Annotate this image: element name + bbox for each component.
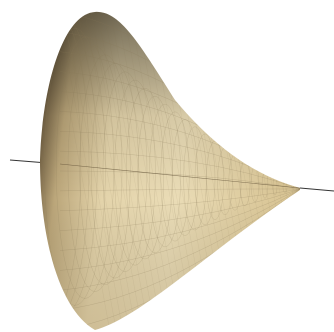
mesh-meridian: [59, 188, 300, 271]
mesh-meridian: [59, 188, 300, 192]
mesh-diagonal: [95, 11, 156, 330]
mesh-ring: [160, 111, 190, 242]
mesh-diagonal: [75, 11, 137, 330]
mesh-diagonal: [304, 0, 334, 332]
mesh-ring: [56, 37, 114, 299]
mesh-diagonal: [264, 11, 300, 330]
mesh-ring: [102, 71, 148, 272]
mesh-ring: [79, 54, 131, 285]
mesh-meridian: [59, 188, 300, 231]
mesh-diagonal: [290, 11, 300, 330]
mesh-diagonal: [127, 11, 189, 330]
mesh-meridian: [59, 188, 300, 251]
mesh-ring: [126, 88, 164, 260]
mesh-diagonal: [114, 11, 176, 330]
axis-line-inner: [59, 163, 301, 189]
mesh-ring: [114, 79, 156, 266]
mesh-diagonal: [283, 11, 300, 330]
mesh-meridian: [59, 150, 300, 190]
mesh-diagonal: [69, 11, 130, 330]
mesh-diagonal: [88, 11, 150, 330]
mesh-diagonal: [121, 11, 182, 330]
mesh-diagonal: [56, 11, 117, 330]
mesh-diagonal: [296, 11, 300, 330]
mesh-ring: [137, 96, 173, 254]
mesh-meridian: [59, 188, 300, 291]
axis-line-right: [299, 187, 334, 192]
mesh-diagonal: [108, 11, 169, 330]
mesh-diagonal: [244, 11, 300, 330]
mesh-diagonal: [101, 11, 163, 330]
mesh-diagonal: [62, 11, 124, 330]
mesh-diagonal: [251, 11, 300, 330]
mesh-ring: [44, 28, 106, 306]
mesh-meridian: [59, 170, 300, 190]
mesh-diagonal: [257, 11, 300, 330]
mesh-diagonal: [277, 11, 300, 330]
mesh-ring: [67, 45, 123, 292]
mesh-ring: [91, 63, 139, 279]
mesh-ring: [172, 119, 198, 236]
mesh-meridian: [59, 188, 300, 211]
mesh-ring: [149, 103, 181, 248]
mesh-diagonal: [82, 11, 143, 330]
mesh-diagonal: [270, 11, 300, 330]
